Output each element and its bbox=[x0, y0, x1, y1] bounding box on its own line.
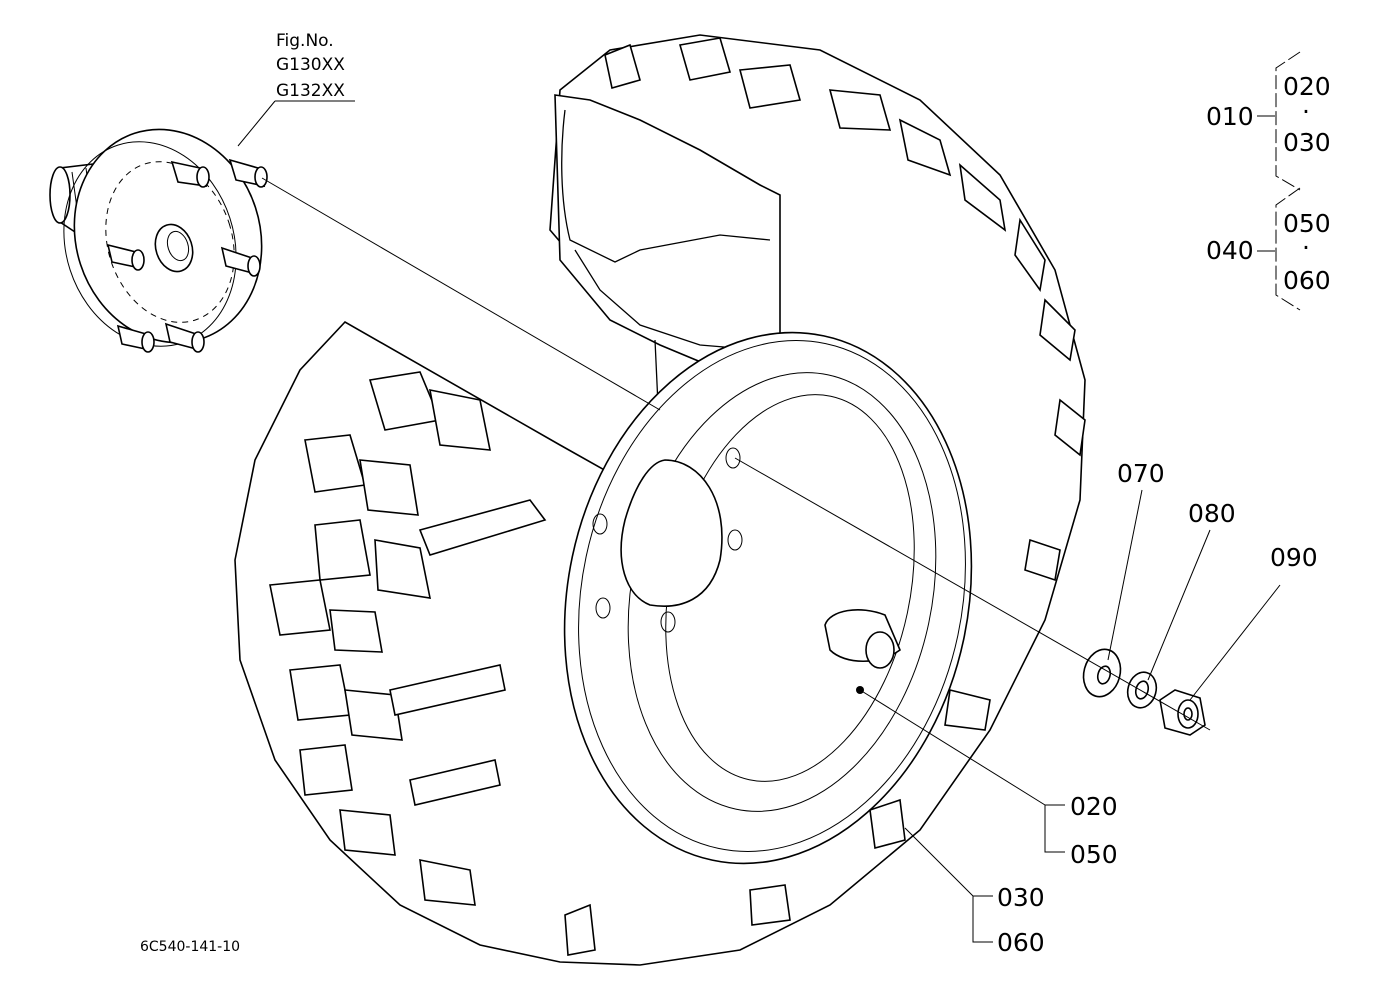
tire-icon[interactable] bbox=[234, 34, 1086, 966]
washer-icon[interactable] bbox=[1078, 645, 1125, 701]
fig-number-2: G132XX bbox=[276, 81, 345, 101]
drawing-code: 6C540-141-10 bbox=[140, 939, 240, 955]
group-separator: · bbox=[1302, 233, 1310, 262]
group-main-label[interactable]: 010 bbox=[1206, 102, 1254, 131]
fig-header: Fig.No. bbox=[276, 31, 334, 51]
group-part-label[interactable]: 020 bbox=[1283, 72, 1331, 101]
callout-090[interactable]: 090 bbox=[1270, 543, 1318, 572]
group-separator: · bbox=[1302, 97, 1310, 126]
callout-050[interactable]: 050 bbox=[1070, 840, 1118, 869]
group-part-label[interactable]: 030 bbox=[1283, 128, 1331, 157]
hub-icon[interactable] bbox=[38, 105, 289, 369]
group-040: 040 050 · 060 bbox=[1206, 209, 1331, 295]
nut-icon[interactable] bbox=[1159, 689, 1206, 736]
callout-060[interactable]: 060 bbox=[997, 928, 1045, 957]
callout-080[interactable]: 080 bbox=[1188, 499, 1236, 528]
group-010: 010 020 · 030 bbox=[1206, 72, 1331, 157]
group-part-label[interactable]: 060 bbox=[1283, 266, 1331, 295]
group-main-label[interactable]: 040 bbox=[1206, 236, 1254, 265]
group-part-label[interactable]: 050 bbox=[1283, 209, 1331, 238]
leader-lines bbox=[237, 51, 1301, 943]
callout-070[interactable]: 070 bbox=[1117, 459, 1165, 488]
spring-washer-icon[interactable] bbox=[1124, 669, 1160, 711]
callout-020[interactable]: 020 bbox=[1070, 792, 1118, 821]
callout-030[interactable]: 030 bbox=[997, 883, 1045, 912]
fig-number-1: G130XX bbox=[276, 55, 345, 75]
figure-number-block: Fig.No. G130XX G132XX bbox=[276, 31, 345, 101]
valve-stem-icon[interactable] bbox=[824, 609, 901, 694]
